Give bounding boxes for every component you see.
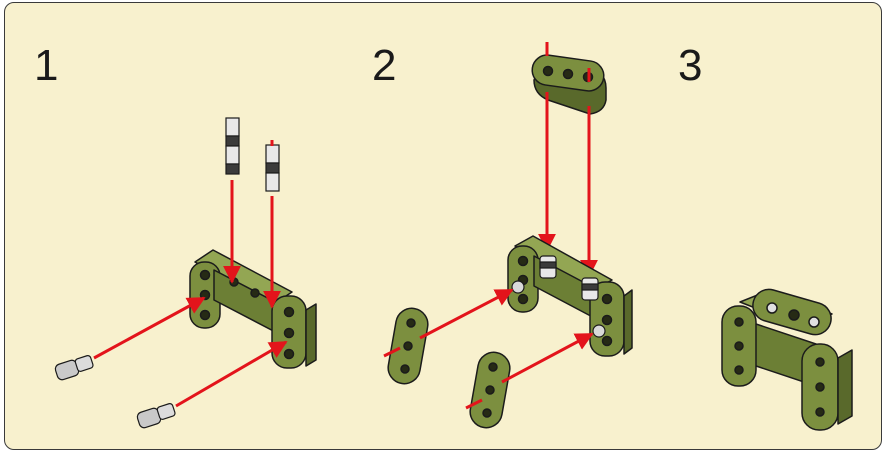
step-2-arrow xyxy=(501,332,594,384)
step-1-number: 1 xyxy=(34,41,59,90)
step-2-side-beam xyxy=(469,351,511,429)
step-1-arrow xyxy=(93,296,206,360)
step-2-side-beam xyxy=(387,307,429,385)
step-1-arrow xyxy=(175,340,288,408)
step-2-arrow xyxy=(419,288,514,340)
step-2-number: 2 xyxy=(372,41,397,90)
step-1-pin-vertical xyxy=(265,144,280,192)
step-3-number: 3 xyxy=(678,41,703,90)
step-1-pin-horizontal xyxy=(54,355,94,381)
step-2-top-beam xyxy=(531,54,607,115)
step-1-frame-part xyxy=(189,249,317,369)
step-2-frame-part xyxy=(507,235,633,357)
step-1-pin-vertical xyxy=(225,117,240,175)
step-1-pin-horizontal xyxy=(136,403,176,429)
step-2-inserted-pin xyxy=(511,255,606,338)
step-3-diagram xyxy=(721,288,853,431)
step-2-diagram xyxy=(383,42,633,429)
step-1-diagram xyxy=(54,117,317,429)
